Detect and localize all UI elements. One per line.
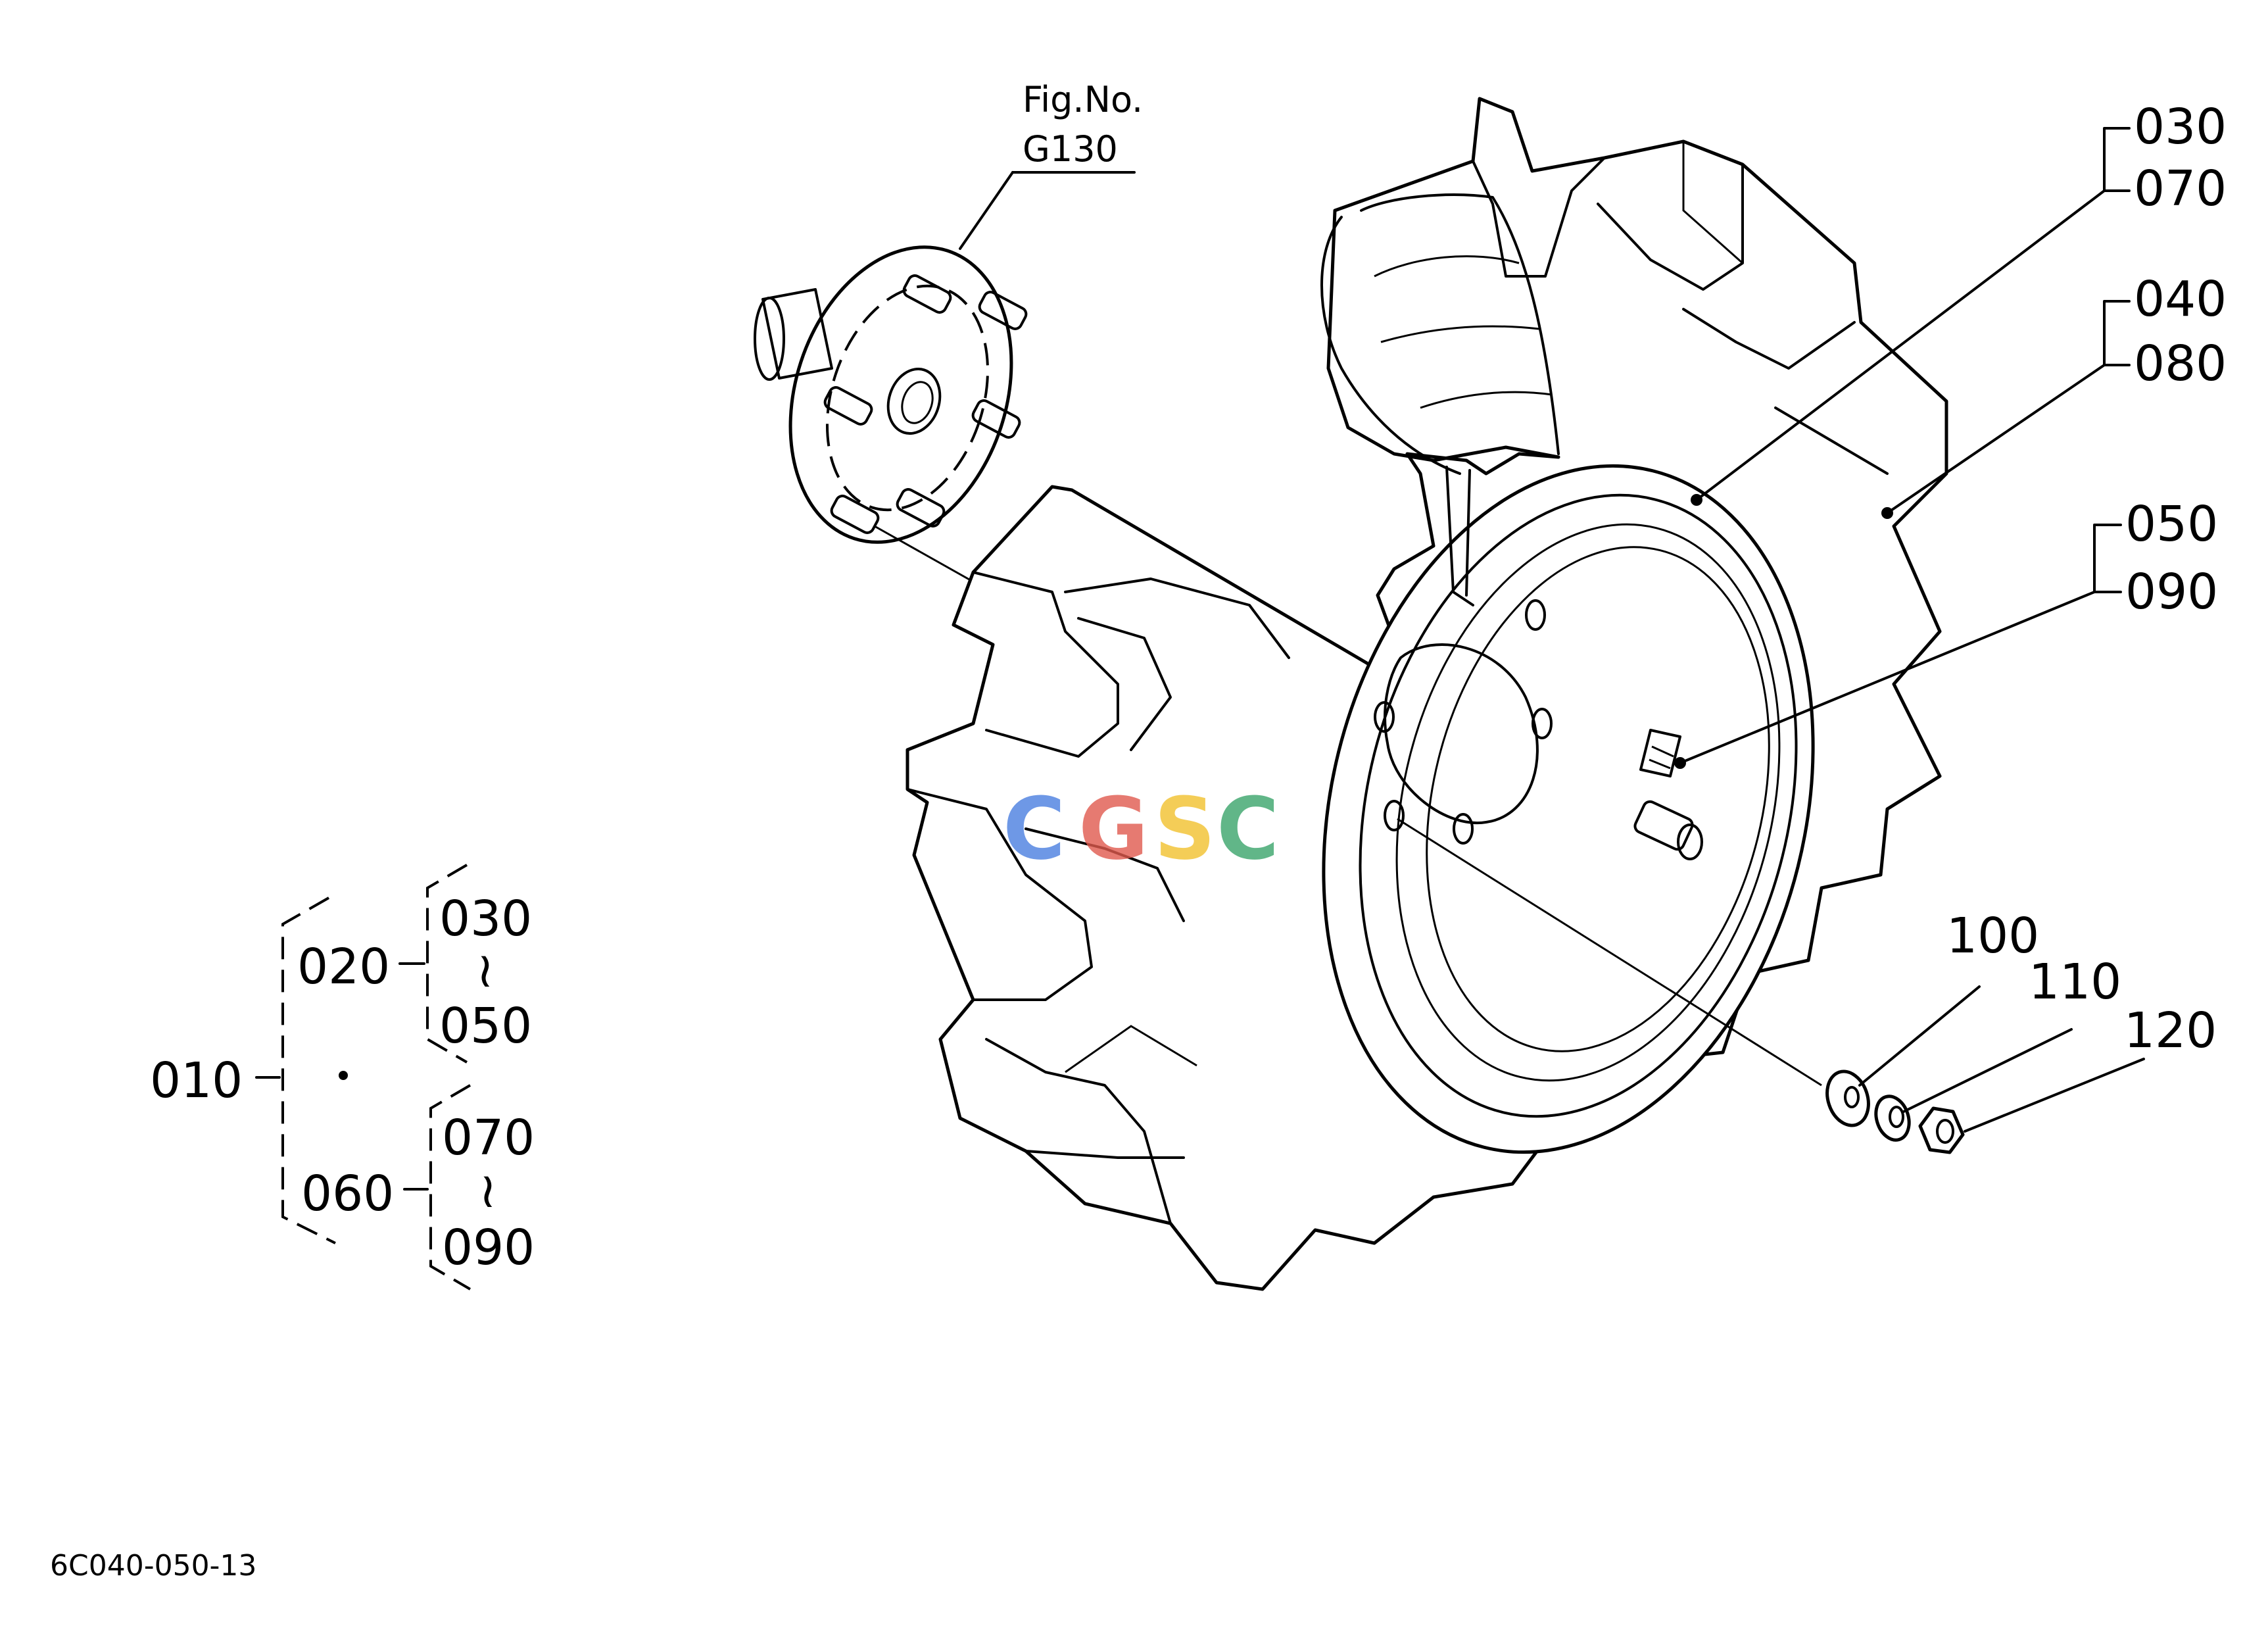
- wheel-hub: [754, 245, 1028, 544]
- document-code: 6C040-050-13: [50, 1549, 256, 1583]
- washer-100: [1825, 1069, 1870, 1127]
- callout-080: 080: [2134, 335, 2227, 392]
- tree-group-a-from: 030: [439, 891, 532, 947]
- callout-030: 030: [2134, 99, 2227, 155]
- watermark-letter-2: G: [1078, 779, 1149, 879]
- rear-tire: [905, 97, 1948, 1291]
- callout-090: 090: [2125, 564, 2218, 620]
- tree-group-b-from: 070: [442, 1110, 535, 1166]
- tree-group-a: 020: [297, 939, 390, 995]
- tree-group-b: 060: [301, 1166, 394, 1222]
- tree-root: 010: [150, 1052, 243, 1109]
- rim-bolt-holes: [1374, 599, 1553, 845]
- figure-ref-line2: G130: [1023, 128, 1118, 170]
- callout-100: 100: [1946, 908, 2039, 964]
- tree-group-a-to: 050: [439, 998, 532, 1054]
- callout-040: 040: [2134, 271, 2227, 328]
- tree-group-b-range: ≀: [479, 1162, 497, 1219]
- watermark-logo: C G S C: [1003, 779, 1279, 879]
- callout-050: 050: [2125, 496, 2218, 553]
- callout-070: 070: [2134, 160, 2227, 217]
- watermark-letter-3: S: [1154, 779, 1216, 879]
- lock-washer-110: [1874, 1094, 1911, 1142]
- hub-studs: [823, 274, 1028, 534]
- figure-ref-line1: Fig.No.: [1023, 79, 1143, 120]
- watermark-letter-1: C: [1003, 779, 1065, 879]
- callout-leaders: [1674, 127, 2145, 1133]
- tree-group-a-range: ≀: [476, 942, 495, 998]
- part-tree: [255, 864, 471, 1291]
- callout-120: 120: [2124, 1002, 2217, 1059]
- nut-120: [1918, 1106, 1965, 1154]
- tree-group-b-to: 090: [442, 1219, 535, 1276]
- valve-stem: [1633, 729, 1703, 860]
- callout-110: 110: [2029, 954, 2121, 1010]
- watermark-letter-4: C: [1217, 779, 1279, 879]
